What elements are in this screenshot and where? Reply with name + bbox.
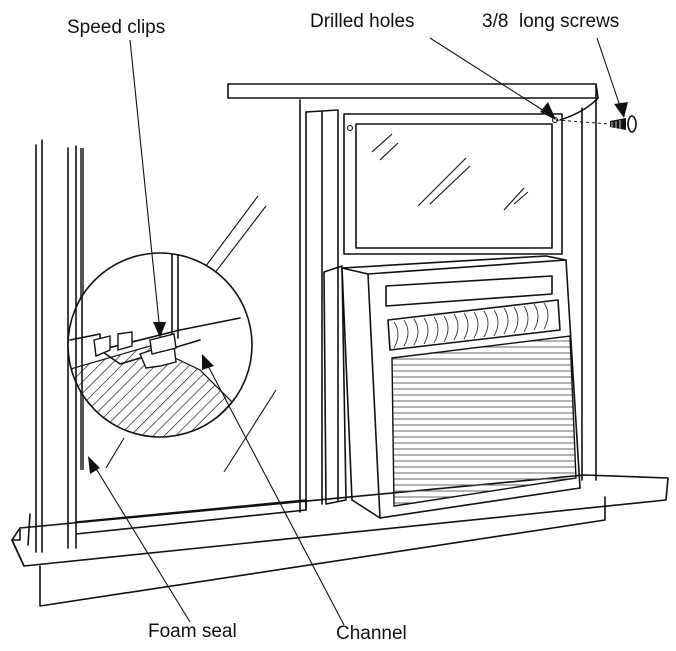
- leader-foam-seal: [88, 456, 191, 623]
- drilled-holes-label: Drilled holes: [310, 11, 415, 32]
- leader-speed-clips: [129, 39, 166, 338]
- window-sill: [11, 474, 669, 607]
- ac-grille: [391, 335, 577, 507]
- leader-channel: [202, 354, 345, 626]
- screw-icon: [610, 115, 637, 133]
- upper-window: [343, 113, 563, 255]
- screws-label: 3/8 long screws: [482, 11, 620, 32]
- top-header: [227, 83, 599, 481]
- speed-clips-label: Speed clips: [67, 17, 166, 38]
- leader-screws: [596, 37, 628, 118]
- drilled-hole-marks: [555, 119, 611, 125]
- side-curtain: [323, 265, 347, 505]
- air-conditioner: [341, 255, 581, 519]
- ac-louvers: [393, 302, 549, 349]
- center-stile: [299, 99, 339, 513]
- speed-clip-icon: [93, 331, 177, 369]
- foam-seal-label: Foam seal: [148, 621, 237, 642]
- leader-drilled-holes: [429, 37, 556, 120]
- detail-circle: [67, 252, 253, 438]
- channel-label: Channel: [336, 623, 407, 644]
